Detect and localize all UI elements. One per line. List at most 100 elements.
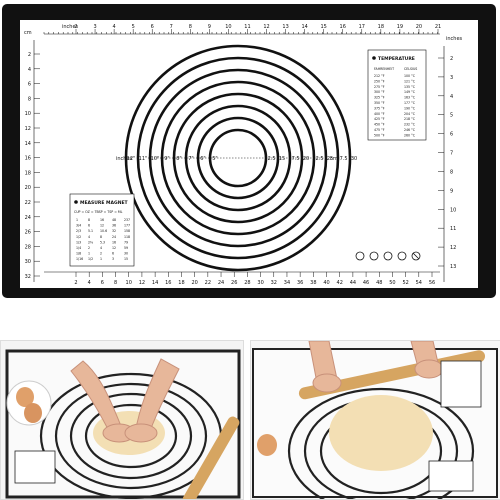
bottom-tick-label: 8 xyxy=(114,280,117,286)
temperature-c-cell: 100 °C xyxy=(404,74,416,78)
measure-cell: 5.1 xyxy=(88,229,93,233)
temperature-c-cell: 190 °C xyxy=(404,106,416,110)
temperature-c-cell: 246 °C xyxy=(404,128,416,132)
left-tick-label: 10 xyxy=(25,111,31,117)
top-tick-label: 8 xyxy=(189,24,192,30)
egg-1 xyxy=(16,387,34,407)
circle-label-inch: 6" xyxy=(200,156,205,162)
top-tick-label: 5 xyxy=(132,24,135,30)
center-unit-left: inches xyxy=(116,156,133,162)
left-tick-label: 8 xyxy=(28,96,31,102)
right-tick-label: 2 xyxy=(450,56,453,62)
photo-kneading-dough xyxy=(0,340,244,500)
photo-kneading-svg xyxy=(1,341,243,499)
right-tick-label: 7 xyxy=(450,151,453,157)
top-unit-right-label: inches xyxy=(446,36,463,42)
left-tick-label: 28 xyxy=(25,244,31,250)
measure-cell: 8 xyxy=(88,218,90,222)
top-tick-label: 13 xyxy=(282,24,288,30)
measure-cell: 12 xyxy=(100,224,104,228)
temperature-f-cell: 400 °F xyxy=(374,112,385,116)
bottom-tick-label: 40 xyxy=(323,280,329,286)
measure-bullet-icon xyxy=(74,200,78,204)
bottom-tick-label: 52 xyxy=(402,280,408,286)
circle-labels-left: 12"11"10"9"8"7"6"5" xyxy=(127,156,218,162)
measure-cell: 79 xyxy=(124,240,128,244)
temperature-f-cell: 500 °F xyxy=(374,133,385,137)
temperature-c-cell: 218 °C xyxy=(404,117,416,121)
right-tick-label: 12 xyxy=(450,245,456,251)
right-tick-label: 5 xyxy=(450,113,453,119)
bottom-ruler-ticks xyxy=(75,272,433,277)
temperature-f-cell: 325 °F xyxy=(374,96,385,100)
temperature-f-cell: 425 °F xyxy=(374,117,385,121)
measure-cell: 4 xyxy=(100,246,102,250)
measure-cell: 237 xyxy=(124,218,130,222)
top-tick-label: 4 xyxy=(113,24,116,30)
top-tick-label: 14 xyxy=(301,24,307,30)
right-tick-label: 13 xyxy=(450,264,456,270)
measure-cell: 32 xyxy=(112,229,116,233)
right-tick-label: 4 xyxy=(450,94,453,100)
measure-title: MEASURE MAGNET xyxy=(80,200,129,206)
measure-header: CUP = OZ = TBSP = TSP = ML xyxy=(74,210,123,214)
bottom-tick-label: 48 xyxy=(376,280,382,286)
top-tick-label: 3 xyxy=(93,24,96,30)
top-tick-label: 21 xyxy=(435,24,441,30)
left-tick-label: 30 xyxy=(25,259,31,265)
temperature-c-cell: 232 °C xyxy=(404,123,416,127)
top-unit-label: inches xyxy=(62,24,79,30)
bottom-tick-label: 22 xyxy=(205,280,211,286)
temperature-bullet-icon xyxy=(372,56,376,60)
top-tick-label: 6 xyxy=(151,24,154,30)
temperature-f-cell: 350 °F xyxy=(374,101,385,105)
measure-cell: 1 xyxy=(76,218,78,222)
circle-label-cm: 30 xyxy=(351,156,357,162)
measure-cell: 2⅔ xyxy=(88,240,93,244)
temperature-f-cell: 250 °F xyxy=(374,79,385,83)
bottom-tick-label: 26 xyxy=(231,280,237,286)
measure-cell: 8 xyxy=(100,235,102,239)
measure-cell: 1/8 xyxy=(76,252,81,256)
temperature-header-f: FAHRENHEIT xyxy=(374,67,394,71)
bottom-tick-label: 38 xyxy=(310,280,316,286)
top-tick-label: 17 xyxy=(359,24,365,30)
top-tick-label: 10 xyxy=(225,24,231,30)
bottom-tick-label: 34 xyxy=(284,280,290,286)
temperature-f-cell: 300 °F xyxy=(374,90,385,94)
bottom-tick-label: 14 xyxy=(152,280,158,286)
bottom-tick-label: 30 xyxy=(257,280,263,286)
top-tick-label: 12 xyxy=(263,24,269,30)
measure-cell: 158 xyxy=(124,229,130,233)
temperature-c-cell: 149 °C xyxy=(404,90,416,94)
left-tick-label: 26 xyxy=(25,230,31,236)
egg-right xyxy=(257,434,277,456)
care-icons xyxy=(355,251,421,261)
measure-cell: 6 xyxy=(88,224,90,228)
bottom-tick-label: 56 xyxy=(429,280,435,286)
right-tick-label: 8 xyxy=(450,169,453,175)
circle-label-inch: 8" xyxy=(176,156,181,162)
bottom-unit-label: cm xyxy=(48,288,56,294)
temperature-f-cell: 450 °F xyxy=(374,123,385,127)
measure-cell: 1/16 xyxy=(76,257,83,261)
measure-cell: 2/3 xyxy=(76,229,81,233)
left-tick-label: 18 xyxy=(25,170,31,176)
top-tick-label: 11 xyxy=(244,24,250,30)
no-knife-icon xyxy=(411,251,421,261)
temperature-f-cell: 475 °F xyxy=(374,128,385,132)
temperature-f-cell: 275 °F xyxy=(374,85,385,89)
measure-cell: 2 xyxy=(88,246,90,250)
measure-cell: 48 xyxy=(112,218,116,222)
photo-rolling-dough xyxy=(250,340,500,500)
temperature-title: TEMPERATURE xyxy=(378,56,415,62)
bottom-tick-label: 6 xyxy=(101,280,104,286)
bottom-tick-label: 54 xyxy=(416,280,422,286)
circle-label-inch: 5" xyxy=(212,156,217,162)
left-ruler-ticks xyxy=(34,53,40,277)
